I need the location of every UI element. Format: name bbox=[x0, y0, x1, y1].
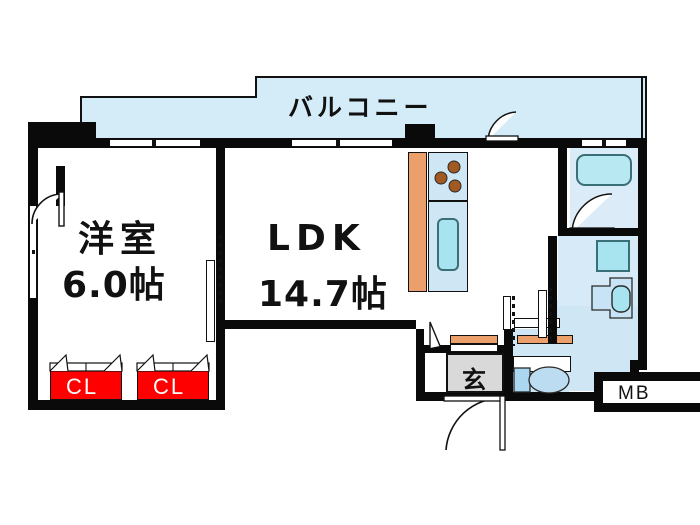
wall-entry-divider bbox=[504, 329, 513, 401]
wall-bath-left bbox=[558, 138, 567, 236]
partition-ldk-hall bbox=[512, 296, 515, 346]
closet-left-label: CL bbox=[66, 374, 99, 399]
sliding-door-panel bbox=[206, 260, 215, 342]
window-ldk-north bbox=[292, 139, 392, 147]
wall-entry-south bbox=[416, 392, 638, 401]
genkan-label: 玄 bbox=[462, 366, 486, 394]
closet-right-doors-icon bbox=[136, 353, 210, 372]
balcony-label: バルコニー bbox=[288, 93, 433, 122]
window-bedroom-north-mullion bbox=[152, 139, 156, 147]
partition-ldk-hall-panel bbox=[503, 296, 511, 330]
bedroom-label-name: 洋室 bbox=[78, 219, 163, 260]
door-balcony-east bbox=[485, 111, 519, 142]
ldk-label-area: 14.7帖 bbox=[258, 274, 388, 315]
sliding-door-washroom-panel bbox=[538, 290, 547, 338]
closet-right bbox=[137, 370, 209, 400]
door-entrance bbox=[443, 395, 506, 451]
balcony-seam bbox=[254, 98, 260, 138]
shoe-cabinet-left-door bbox=[450, 344, 498, 352]
wall-south-bedroom bbox=[28, 400, 223, 410]
wall-east bbox=[638, 138, 647, 370]
shoe-cabinet-left bbox=[450, 335, 498, 344]
meter-box-area bbox=[603, 381, 700, 403]
bathtub bbox=[576, 154, 632, 186]
wall-bath-bottom bbox=[558, 228, 638, 236]
bedroom-area bbox=[38, 148, 216, 400]
sliding-door-bedroom-ldk bbox=[219, 235, 222, 303]
kitchen-stove-area bbox=[428, 152, 468, 201]
bedroom-label-area: 6.0帖 bbox=[62, 265, 166, 306]
door-bedroom-entry bbox=[31, 191, 65, 227]
wall-mb-left bbox=[594, 372, 603, 412]
structural-column-center bbox=[405, 124, 435, 152]
wall-south-ldk bbox=[216, 320, 416, 329]
wall-mb-bottom bbox=[594, 403, 700, 412]
balcony-east-edge bbox=[641, 78, 643, 138]
window-ldk-north-mullion bbox=[336, 139, 340, 147]
kitchen-sink bbox=[437, 218, 459, 271]
balcony-area-upper bbox=[255, 76, 647, 138]
wall-stub-bedroom-nw bbox=[56, 166, 65, 206]
meter-box-label: MB bbox=[618, 383, 651, 404]
wall-entry-left bbox=[416, 329, 424, 353]
genkan-area bbox=[446, 353, 504, 393]
washer-pan bbox=[596, 240, 630, 272]
closet-right-label: CL bbox=[153, 374, 186, 399]
ldk-label-name: LDK bbox=[267, 218, 366, 259]
balcony-area bbox=[80, 96, 257, 138]
wall-mb-top bbox=[594, 372, 700, 381]
wall-entry-west bbox=[416, 345, 425, 401]
window-bathroom-mullion bbox=[602, 139, 606, 147]
window-bedroom-west-mullion bbox=[32, 250, 35, 254]
wall-mb-stem bbox=[630, 360, 639, 374]
sliding-door-washroom bbox=[549, 288, 552, 340]
wall-washroom-left bbox=[548, 236, 557, 344]
toilet-bowl-icon bbox=[513, 366, 570, 394]
door-ldk-hall bbox=[429, 321, 441, 348]
kitchen-counter bbox=[408, 152, 427, 292]
vanity-sink-icon bbox=[591, 277, 633, 319]
closet-left-doors-icon bbox=[49, 353, 123, 372]
stove-burners-icon bbox=[434, 160, 462, 193]
